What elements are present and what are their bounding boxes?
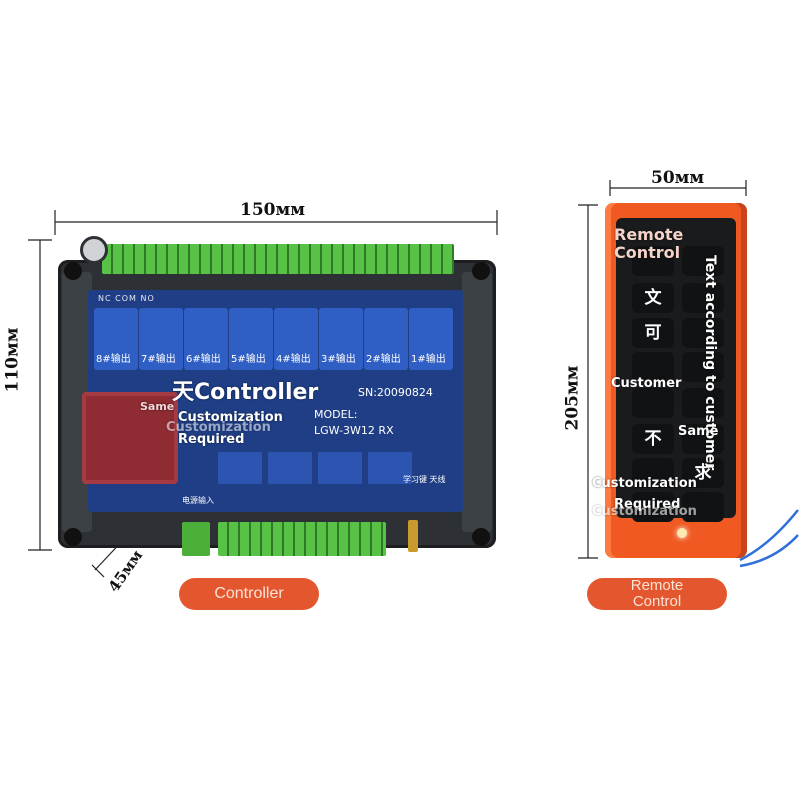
controller-rail-right	[462, 272, 492, 532]
transformer	[82, 392, 178, 484]
remote-key[interactable]	[632, 388, 674, 418]
relay-3	[319, 308, 363, 370]
text-according-overlay: Text according to customer	[702, 255, 718, 471]
relay-label-row: 8#输出 7#输出 6#输出 5#输出 4#输出 3#输出 2#输出 1#输出	[94, 350, 454, 365]
power-terminal	[182, 522, 210, 556]
antenna-connector	[408, 520, 418, 552]
remote-key-char-4[interactable]: 求	[682, 458, 724, 488]
controller-label-button[interactable]: Controller	[179, 578, 319, 610]
relay-8	[94, 308, 138, 370]
customization-overlay: Customization	[178, 410, 283, 425]
same-overlay: Same	[140, 400, 175, 413]
remote-key-char-3[interactable]: 不	[632, 424, 674, 454]
model-label: MODEL:	[314, 408, 358, 421]
dim-remote-width: 50мм	[651, 168, 705, 188]
remote-overlay-title: Remote Control	[614, 225, 684, 262]
relay-5	[229, 308, 273, 370]
remote-customization-ghost-overlay: Customization	[592, 504, 697, 519]
remote-key[interactable]	[682, 318, 724, 348]
remote-key[interactable]	[682, 492, 724, 522]
relay-12	[218, 452, 262, 484]
relay-10	[318, 452, 362, 484]
relay-row	[94, 308, 454, 372]
relay-9	[368, 452, 412, 484]
remote-required-overlay: Required	[614, 497, 681, 512]
relay-label: 4#输出	[276, 354, 311, 365]
remote-key-char-1[interactable]: 文	[632, 283, 674, 313]
screw-icon	[472, 528, 490, 546]
model-number: LGW-3W12 RX	[314, 424, 394, 437]
remote-key[interactable]	[682, 352, 724, 382]
lanyard-icon	[739, 509, 799, 568]
mount-hole-icon	[80, 236, 108, 264]
serial-number: SN:20090824	[358, 386, 433, 399]
relay-2	[364, 308, 408, 370]
screw-icon	[64, 262, 82, 280]
relay-label: 7#输出	[141, 354, 176, 365]
dim-controller-width: 150мм	[240, 200, 306, 220]
remote-key[interactable]	[632, 352, 674, 382]
relay-4	[274, 308, 318, 370]
relay-label: 2#输出	[366, 354, 401, 365]
same-right-overlay: Same	[678, 424, 719, 439]
screw-icon	[64, 528, 82, 546]
customization-ghost-overlay: Customization	[166, 420, 271, 435]
led-indicator-icon	[677, 528, 687, 538]
remote-key-char-2[interactable]: 可	[632, 318, 674, 348]
remote-key[interactable]	[632, 246, 674, 276]
required-overlay: Required	[178, 432, 245, 447]
remote-control-label-button[interactable]: Remote Control	[587, 578, 727, 610]
remote-customization-overlay: Customization	[592, 476, 697, 491]
dim-controller-height: 110мм	[2, 327, 23, 393]
dim-remote-height: 205мм	[562, 365, 583, 431]
remote-key[interactable]	[682, 388, 724, 418]
remote-key[interactable]	[682, 283, 724, 313]
relay-label: 1#输出	[411, 354, 446, 365]
learn-label: 学习键 天线	[403, 475, 446, 484]
remote-key[interactable]	[632, 458, 674, 488]
relay-11	[268, 452, 312, 484]
relay-6	[184, 308, 228, 370]
relay-label: 5#输出	[231, 354, 266, 365]
controller-device: 8#输出 7#输出 6#输出 5#输出 4#输出 3#输出 2#输出 1#输出 …	[58, 236, 496, 556]
terminal-text: NC COM NO	[98, 294, 155, 303]
power-label: 电源输入	[182, 496, 214, 505]
relay-label: 6#输出	[186, 354, 221, 365]
remote-key[interactable]	[682, 246, 724, 276]
screw-icon	[472, 262, 490, 280]
customer-overlay: Customer	[611, 376, 682, 391]
relay-1	[409, 308, 453, 370]
relay-7	[139, 308, 183, 370]
relay-label: 8#输出	[96, 354, 131, 365]
relay-label: 3#输出	[321, 354, 356, 365]
remote-key[interactable]	[632, 492, 674, 522]
remote-key[interactable]	[682, 424, 724, 454]
terminal-block-bottom	[218, 522, 386, 556]
controller-overlay-title: 天Controller	[172, 380, 319, 405]
terminal-block-top	[102, 244, 454, 274]
bottom-relay-row	[218, 452, 414, 486]
